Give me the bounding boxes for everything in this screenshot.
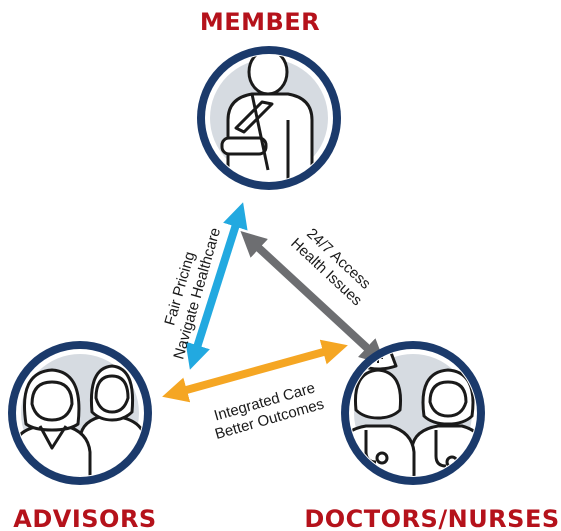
member-node xyxy=(197,46,341,190)
member-doctors-label: 24/7 Access Health Issues xyxy=(287,225,374,309)
advisors-node xyxy=(8,341,152,485)
member-advisors-arrow xyxy=(185,202,248,370)
advisors-title: ADVISORS xyxy=(13,505,156,531)
member-doctors-arrow xyxy=(240,231,386,365)
member-title: MEMBER xyxy=(200,8,320,36)
doctors-nurses-title: DOCTORS/NURSES xyxy=(304,505,559,531)
advisors-doctors-arrow xyxy=(162,339,348,403)
two-advisors-icon xyxy=(17,364,143,476)
person-with-arm-sling-icon xyxy=(220,55,314,181)
advisors-doctors-label: Integrated Care Better Outcomes xyxy=(212,379,326,443)
doctors-nurses-node xyxy=(341,341,485,485)
